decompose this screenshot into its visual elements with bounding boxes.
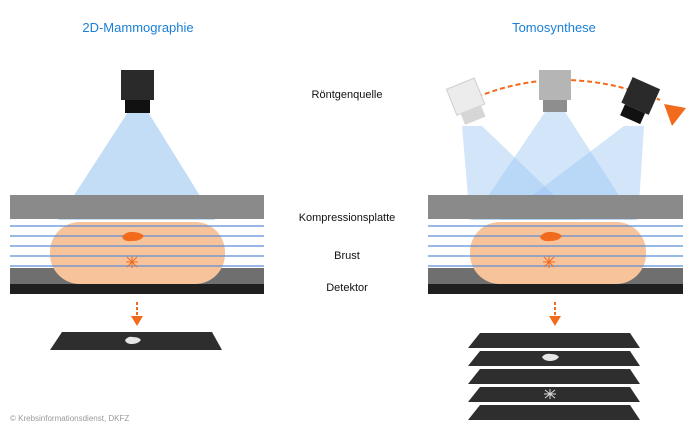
detector-base — [10, 284, 264, 294]
copyright-credit: © Krebsinformationsdienst, DKFZ — [10, 414, 129, 423]
slice-lesion-mass — [542, 353, 559, 361]
lesion-mass — [540, 231, 562, 242]
compression-plate — [428, 195, 683, 219]
title-2d-mammography: 2D-Mammographie — [82, 20, 193, 35]
down-arrow-icon — [131, 302, 143, 326]
down-arrow-icon — [549, 302, 561, 326]
right-tomosynthesis-setup — [428, 70, 686, 420]
slice-image — [468, 369, 640, 384]
slice-image — [468, 405, 640, 420]
slice-lesion-star — [544, 389, 556, 399]
breast-tissue — [50, 222, 225, 284]
tomosynthesis-slice-stack — [468, 333, 640, 420]
slice-image — [468, 333, 640, 348]
xray-tube-icon — [121, 70, 154, 113]
label-xray-source: Röntgenquelle — [312, 89, 383, 101]
lesion-star — [126, 256, 138, 268]
title-tomosynthesis: Tomosynthese — [512, 20, 596, 35]
label-compression-plate: Kompressionsplatte — [299, 212, 396, 224]
lesion-mass — [122, 231, 144, 242]
label-detector: Detektor — [326, 282, 368, 294]
xray-beam-center — [472, 112, 635, 220]
xray-tube-icon — [539, 70, 571, 112]
mammogram-lesion-shadow — [125, 336, 141, 344]
left-mammography-setup — [10, 70, 264, 350]
compression-plate — [10, 195, 264, 219]
label-breast: Brust — [334, 250, 360, 262]
xray-tube-icon — [445, 77, 486, 125]
xray-tube-icon — [620, 77, 661, 125]
breast-tissue — [470, 222, 646, 284]
xray-beam — [58, 112, 215, 220]
lesion-star — [543, 256, 555, 268]
detector-base — [428, 284, 683, 294]
